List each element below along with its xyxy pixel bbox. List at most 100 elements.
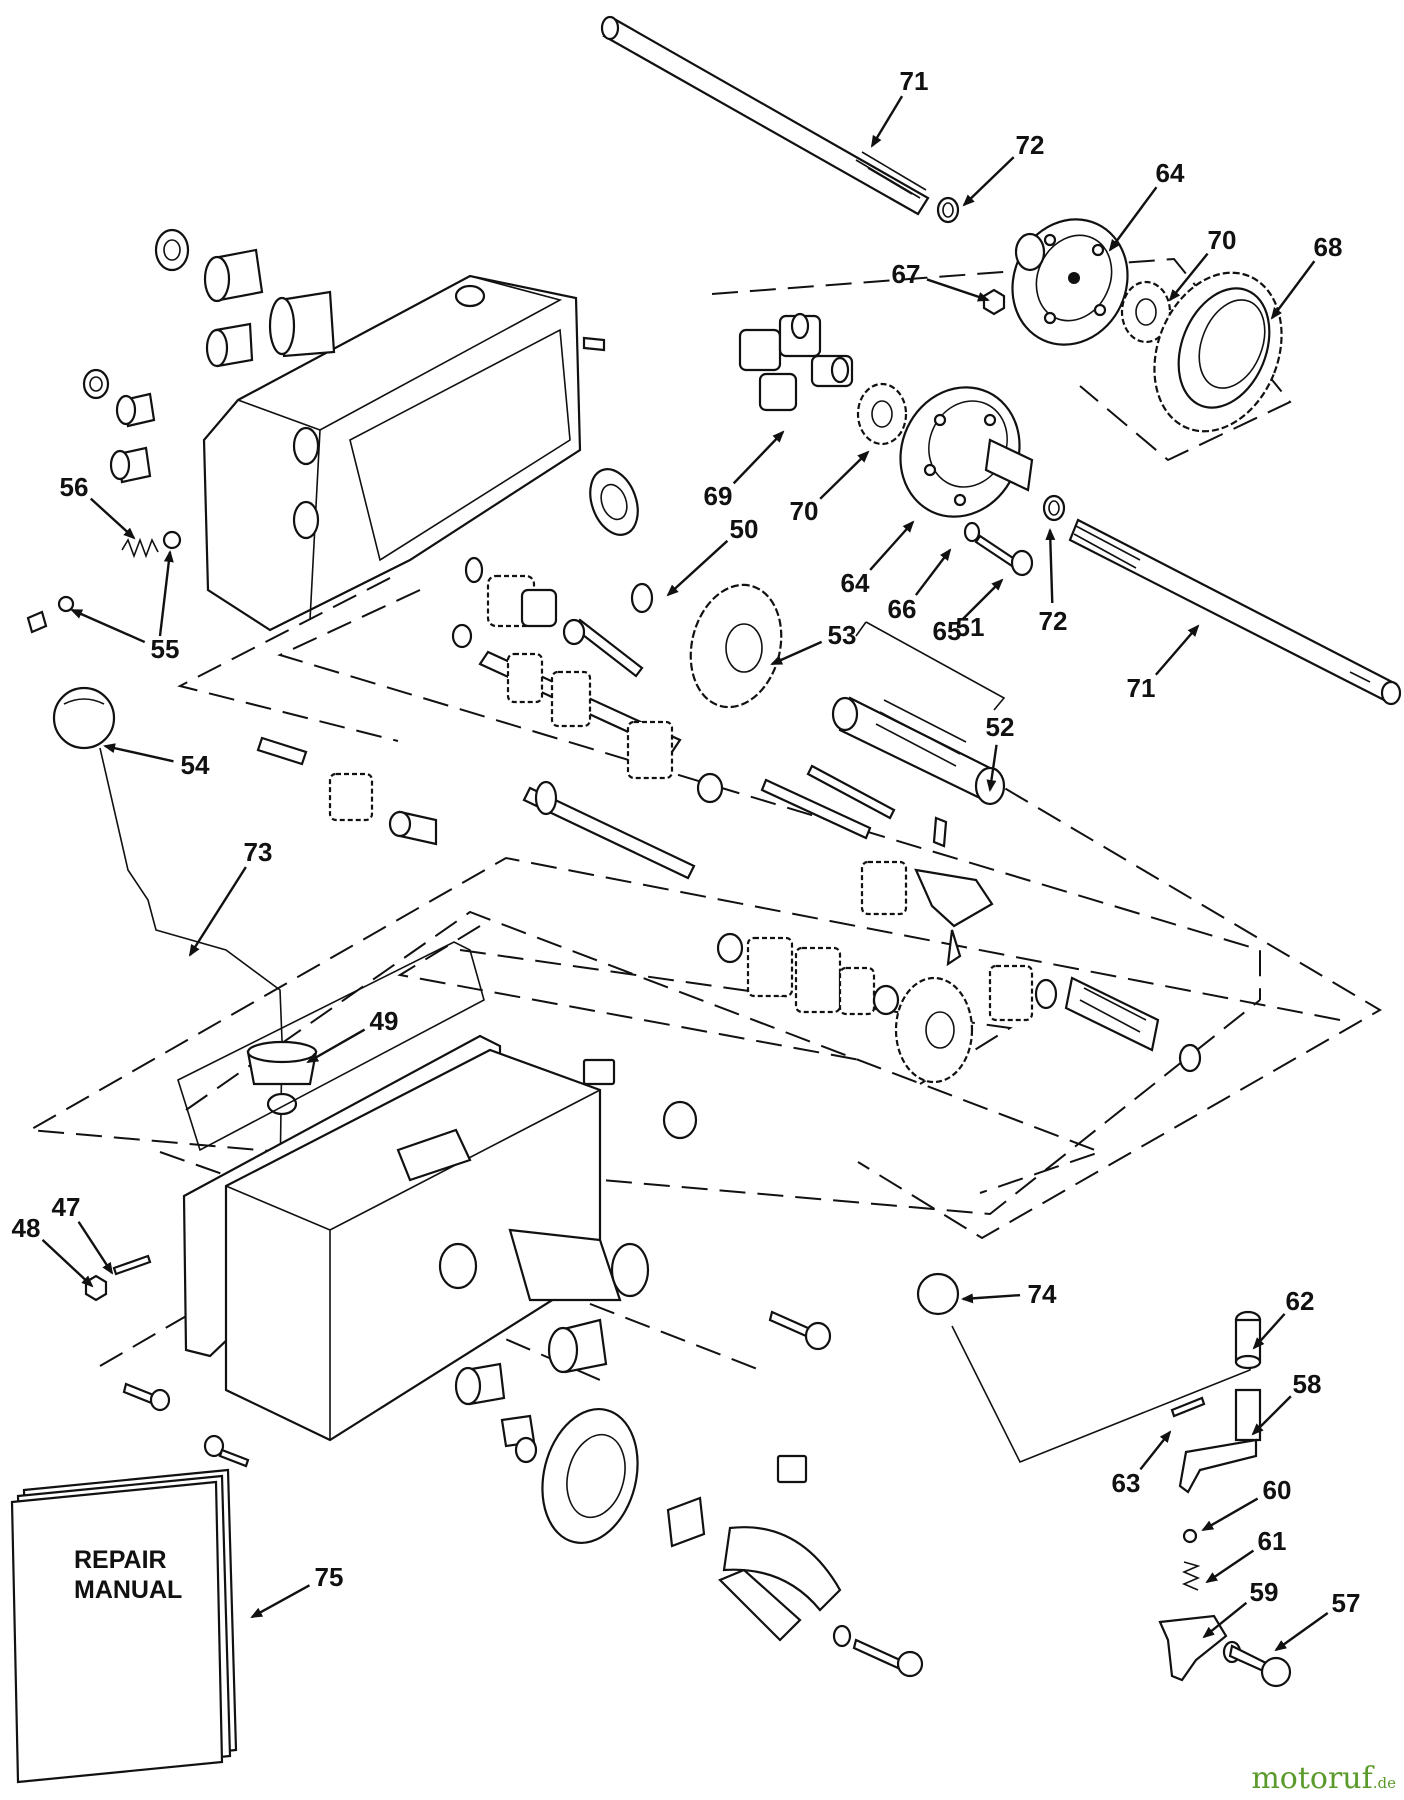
callout-arrow-53: [770, 640, 823, 666]
callout-label-51: 51: [956, 612, 985, 642]
watermark-logo: motoruf.de: [1251, 1761, 1396, 1796]
callout-arrow-54: [103, 743, 174, 763]
callout-arrow-56: [89, 497, 136, 540]
callout-label-50: 50: [730, 514, 759, 544]
callout-arrow-75: [250, 1584, 311, 1619]
watermark-brand: motoruf: [1251, 1761, 1373, 1796]
pinion-shaft: [831, 696, 1006, 806]
bushings-lower: [454, 1318, 608, 1448]
callout-arrow-64: [1108, 186, 1158, 252]
case-seal-top: [154, 228, 190, 272]
case-seal-small: [82, 368, 110, 400]
side-gear-upper: [1120, 280, 1172, 344]
callout-label-69: 69: [704, 481, 733, 511]
output-shaft-lower: [988, 964, 1202, 1073]
callout-arrow-68: [1270, 260, 1316, 320]
lock-nut: [982, 288, 1006, 316]
callout-arrow-69: [732, 430, 785, 485]
callout-label-63: 63: [1112, 1468, 1141, 1498]
callout-label-75: 75: [315, 1562, 344, 1592]
small-bolt-left: [203, 1434, 250, 1468]
set-screw-47: [112, 1254, 152, 1276]
callout-label-62: 62: [1286, 1286, 1315, 1316]
watermark-suffix: .de: [1372, 1774, 1396, 1792]
callout-label-52: 52: [986, 712, 1015, 742]
brake-band: [718, 1454, 842, 1642]
detent-spring: [121, 530, 182, 559]
callout-label-67: 67: [892, 259, 921, 289]
callout-arrow-70: [1168, 252, 1209, 302]
axle-shaft-lower: [1068, 518, 1402, 706]
callout-label-61: 61: [1258, 1526, 1287, 1556]
shift-boot: [246, 1040, 318, 1116]
callout-arrow-47: [77, 1221, 114, 1275]
transmission-case-upper: [202, 274, 606, 632]
callout-arrow-73: [188, 866, 247, 957]
roll-pin: [1170, 1396, 1206, 1418]
shift-rail-set: [522, 764, 994, 967]
callout-label-60: 60: [1263, 1475, 1292, 1505]
bracket-51: [855, 621, 1006, 711]
brake-pad: [666, 1496, 706, 1548]
callout-label-58: 58: [1293, 1369, 1322, 1399]
output-gear: [894, 976, 974, 1084]
callout-label-53: 53: [828, 620, 857, 650]
callout-label-65: 65: [933, 616, 962, 646]
idler-shaft: [256, 736, 438, 846]
ring-gear: [1153, 271, 1283, 433]
spring-61: [1181, 1561, 1201, 1591]
callout-label-71: 71: [1127, 673, 1156, 703]
axle-shaft-upper: [600, 15, 930, 216]
callout-arrow-52: [986, 744, 998, 792]
bull-gear: [689, 583, 783, 709]
callout-label-55: 55: [151, 634, 180, 664]
spacer-pin: [562, 618, 644, 678]
callout-label-70: 70: [1208, 225, 1237, 255]
brake-drum: [514, 1407, 639, 1545]
differential-carrier-lower: [899, 386, 1034, 518]
callout-label-49: 49: [370, 1006, 399, 1036]
repair-manual-booklet: REPAIR MANUAL: [10, 1468, 238, 1784]
callout-label-71: 71: [900, 66, 929, 96]
brake-cross-shaft: [1234, 1310, 1262, 1370]
callout-label-74: 74: [1028, 1279, 1057, 1309]
callout-label-64: 64: [1156, 158, 1185, 188]
callout-arrow-50: [666, 539, 729, 597]
callout-label-72: 72: [1039, 606, 1068, 636]
callout-arrow-64: [869, 520, 915, 571]
callout-arrow-59: [1202, 1601, 1248, 1639]
callout-arrow-58: [1251, 1395, 1292, 1436]
callout-arrow-74: [961, 1293, 1021, 1304]
callout-label-72: 72: [1016, 130, 1045, 160]
callout-arrow-65: [962, 578, 1004, 620]
washer-66: [963, 521, 981, 543]
case-bearing-3: [115, 392, 156, 428]
case-bearing-1: [203, 248, 264, 303]
case-oil-seal-right: [589, 468, 639, 536]
washer-small: [451, 623, 473, 649]
reverse-gear-shaft: [478, 650, 724, 804]
differential-carrier-upper: [1011, 218, 1129, 346]
shoulder-bolt-57: [1222, 1640, 1292, 1688]
bolt-65: [974, 534, 1034, 577]
snap-ring-lower: [1042, 494, 1066, 522]
breather-plug: [662, 1100, 698, 1140]
transmission-cover-lower: [182, 1034, 650, 1442]
callout-arrow-72: [1045, 528, 1056, 604]
callout-label-66: 66: [888, 594, 917, 624]
snap-ring-upper: [936, 196, 960, 224]
callout-arrow-55: [70, 608, 146, 644]
brake-lever-rod: [951, 1318, 1251, 1464]
callout-arrow-62: [1252, 1313, 1286, 1350]
case-bearing-4: [109, 446, 152, 484]
callout-arrow-70: [819, 450, 870, 500]
shift-knob: [52, 686, 116, 750]
callout-label-64: 64: [841, 568, 870, 598]
pinion-gear-cluster: [738, 312, 854, 412]
manual-title-line2: MANUAL: [74, 1576, 182, 1604]
bracket-59: [1158, 1614, 1228, 1682]
countershaft: [716, 932, 900, 1016]
callout-arrow-55-second: [158, 550, 174, 637]
